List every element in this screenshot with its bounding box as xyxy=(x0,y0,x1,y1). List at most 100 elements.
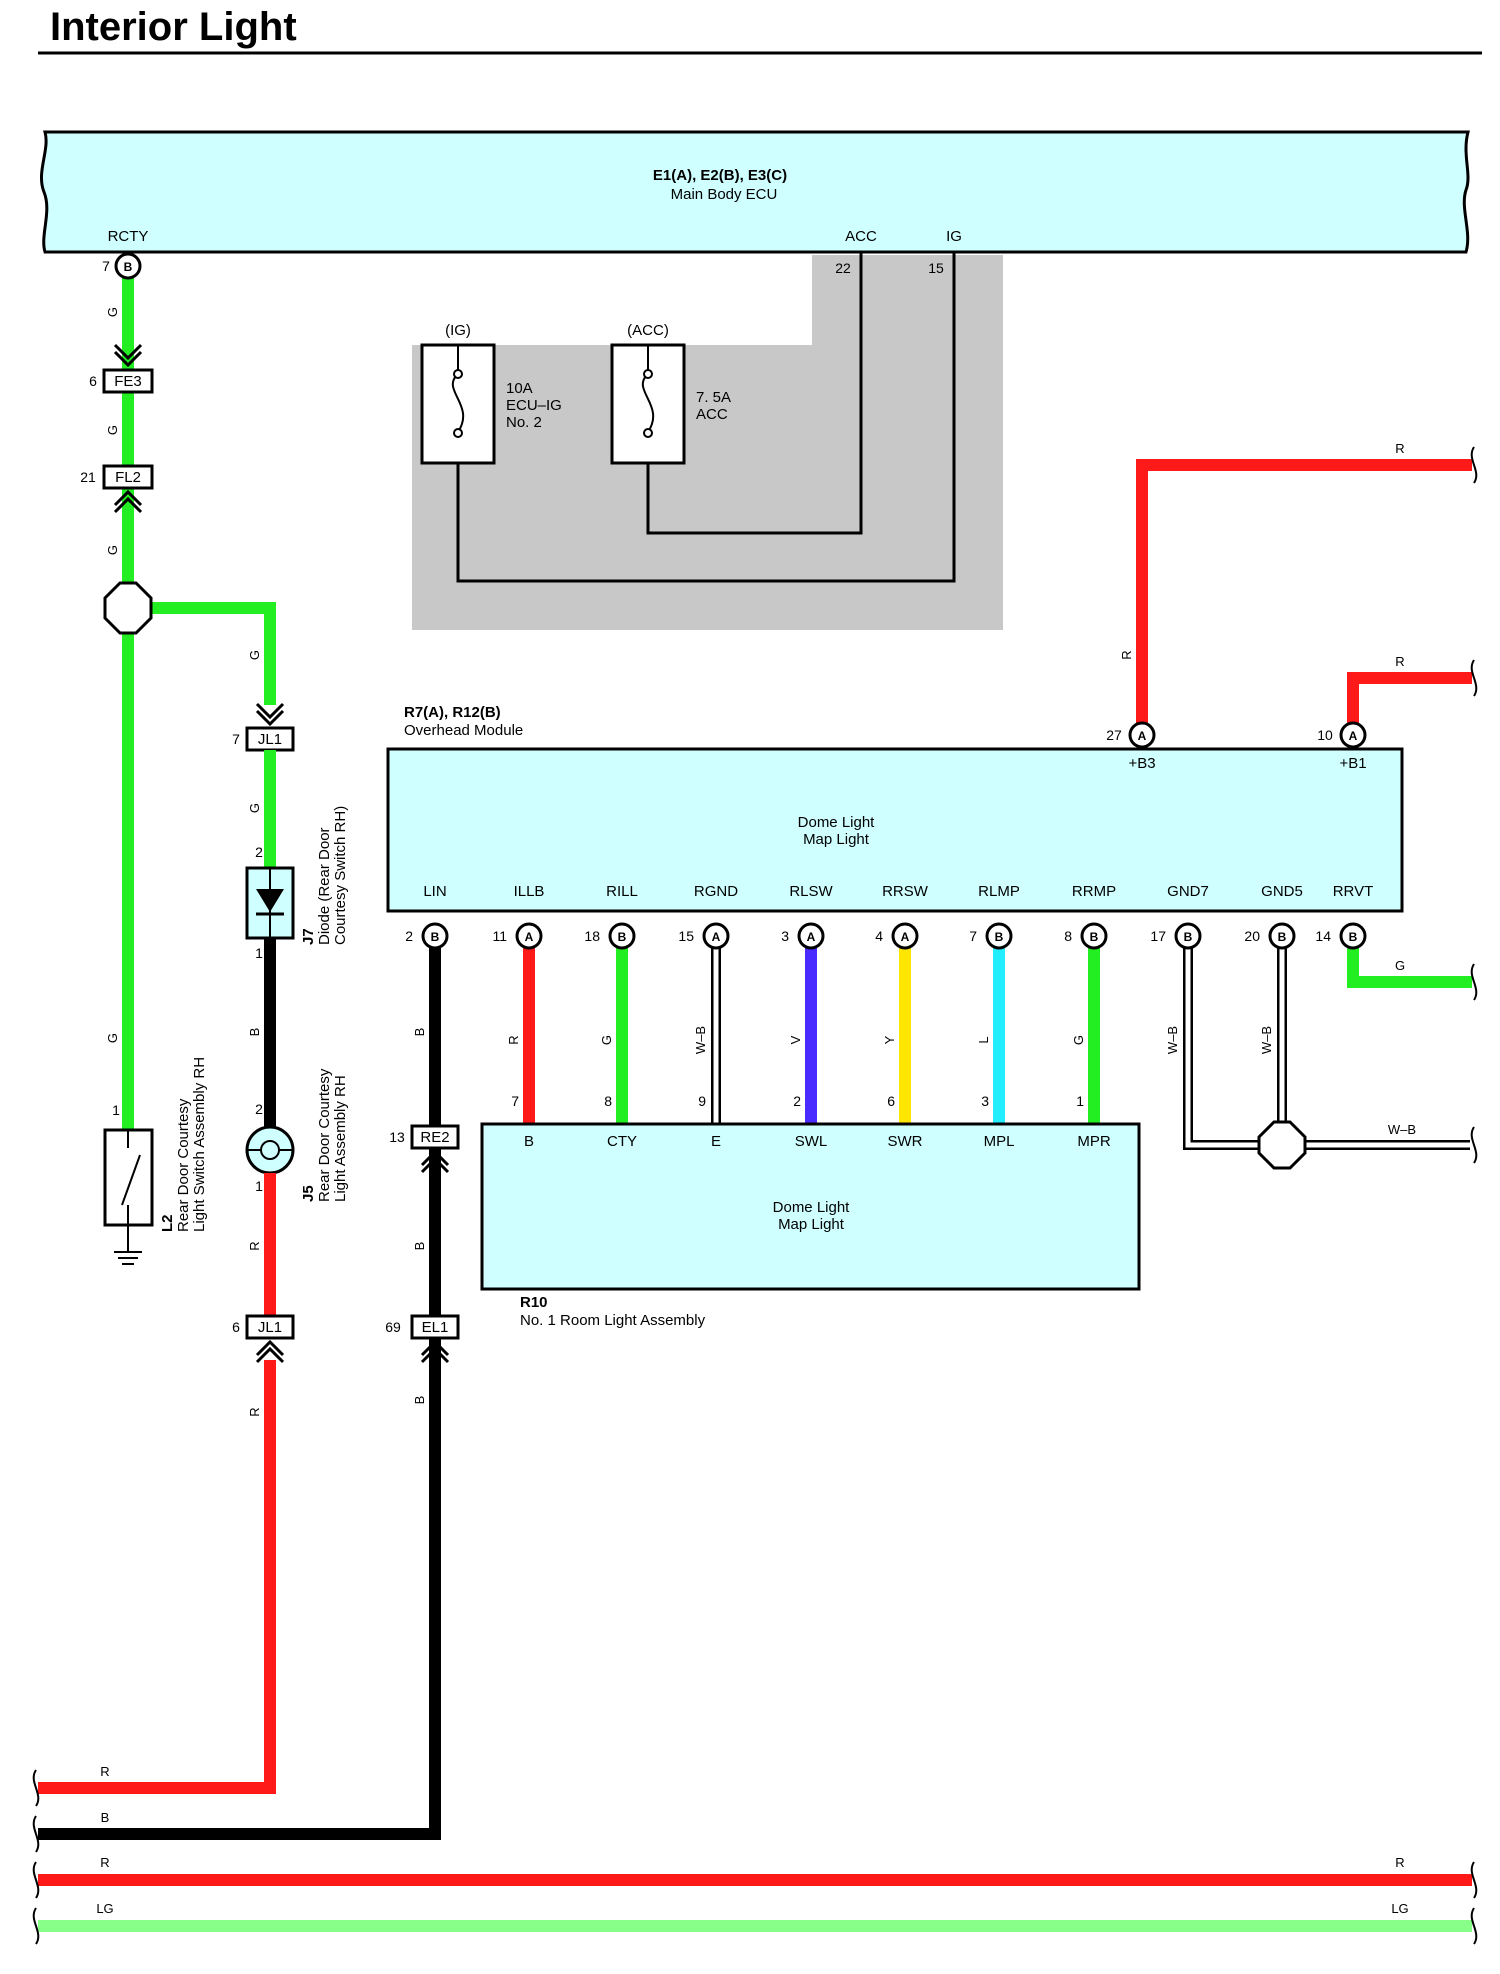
rl-pin-label-e: E xyxy=(711,1133,721,1150)
om-pin-label-rrvt: RRVT xyxy=(1333,883,1374,900)
om-pin-conn-letter: B xyxy=(1349,930,1358,944)
om-wire-color-label: L xyxy=(976,1036,991,1043)
jl1-bottom-connector xyxy=(245,1314,295,1340)
wire-label-b-el1: B xyxy=(412,1396,427,1405)
om-pin-terminal xyxy=(985,922,1013,950)
ecu-pin-label-acc: ACC xyxy=(845,228,877,245)
rl-pin-number: 2 xyxy=(793,1093,801,1109)
main-body-ecu-box xyxy=(39,130,1470,254)
re2-num: 13 xyxy=(389,1129,405,1145)
jl1-bottom-chevron xyxy=(255,1339,285,1364)
om-pin-b1-num: 10 xyxy=(1317,727,1333,743)
splice-wb xyxy=(1257,1120,1307,1170)
rl-pin-label-mpl: MPL xyxy=(984,1133,1015,1150)
jl1-top-chevron xyxy=(255,702,285,727)
om-pin-number: 14 xyxy=(1315,928,1331,944)
om-pin-terminal xyxy=(1339,922,1367,950)
rl-pin-label-swr: SWR xyxy=(888,1133,923,1150)
om-pin-conn-letter: B xyxy=(1090,930,1099,944)
om-pin-number: 7 xyxy=(969,928,977,944)
om-inner-2: Map Light xyxy=(803,831,870,848)
j5-pin-top: 2 xyxy=(255,1101,263,1117)
wire-label-r-b3-top: R xyxy=(1395,441,1404,456)
om-pin-number: 18 xyxy=(584,928,600,944)
wire-label-g-2: G xyxy=(105,425,120,435)
j5-name-2: Light Assembly RH xyxy=(332,1075,349,1202)
page-title: Interior Light xyxy=(50,5,297,49)
om-wire-color-label: G xyxy=(599,1035,614,1045)
fl2-num: 21 xyxy=(80,469,96,485)
om-pin-b1-conn: A xyxy=(1349,729,1358,743)
ecu-ig-pin-num: 15 xyxy=(928,260,944,276)
om-pin-number: 20 xyxy=(1244,928,1260,944)
rl-pin-number: 1 xyxy=(1076,1093,1084,1109)
wire-label-lg-left: LG xyxy=(96,1901,113,1916)
om-pin-b3-label: +B3 xyxy=(1128,755,1155,772)
wire-label-r-bottom-right: R xyxy=(1395,1855,1404,1870)
fuse-acc-rating: 7. 5A xyxy=(696,389,731,406)
wire-label-r-b1: R xyxy=(1395,654,1404,669)
om-pin-label-rrmp: RRMP xyxy=(1072,883,1116,900)
om-inner-1: Dome Light xyxy=(798,814,876,831)
om-pin-conn-letter: B xyxy=(995,930,1004,944)
wire-label-g-6: G xyxy=(247,803,262,813)
wire-label-b-re2: B xyxy=(412,1242,427,1251)
ecu-pin-label-ig: IG xyxy=(946,228,962,245)
el1-chevron xyxy=(420,1339,450,1364)
wire-label-b-left: B xyxy=(101,1810,110,1825)
om-pin-b3-conn: A xyxy=(1138,729,1147,743)
om-pin-b3 xyxy=(1128,721,1156,749)
wire-label-g-1: G xyxy=(105,307,120,317)
re2-chevron xyxy=(420,1149,450,1174)
om-wire-color-label: W–B xyxy=(1165,1026,1180,1054)
jl1-bottom-num: 6 xyxy=(232,1319,240,1335)
diode-icon xyxy=(256,868,284,938)
j7-pin-top: 2 xyxy=(255,844,263,860)
fl2-connector xyxy=(102,464,154,490)
l2-name-1: Rear Door Courtesy xyxy=(175,1098,192,1232)
om-wire-color-label: W–B xyxy=(693,1026,708,1054)
j5-id: J5 xyxy=(300,1185,317,1202)
om-pin-terminal xyxy=(608,922,636,950)
om-pin-number: 8 xyxy=(1064,928,1072,944)
rl-pin-label-swl: SWL xyxy=(795,1133,828,1150)
om-pin-number: 2 xyxy=(405,928,413,944)
rl-pin-number: 9 xyxy=(698,1093,706,1109)
wire-red-left-out xyxy=(38,1360,276,1794)
wire-b3-red xyxy=(1136,459,1472,735)
el1-connector xyxy=(410,1314,460,1340)
wire-label-wb-out: W–B xyxy=(1388,1122,1416,1137)
om-pin-label-rlmp: RLMP xyxy=(978,883,1020,900)
om-pin-number: 4 xyxy=(875,928,883,944)
om-connectors: R7(A), R12(B) xyxy=(404,704,501,721)
fuse-ig-name: ECU–IG xyxy=(506,397,562,414)
om-pin-terminal xyxy=(891,922,919,950)
om-wire-color-label: R xyxy=(506,1035,521,1044)
om-pin-number: 15 xyxy=(678,928,694,944)
rl-pin-label-b: B xyxy=(524,1133,534,1150)
om-pin-number: 3 xyxy=(781,928,789,944)
fuse-acc-circuit: (ACC) xyxy=(627,322,669,339)
om-pin-terminal xyxy=(797,922,825,950)
wire-acc-black xyxy=(646,252,863,535)
wire-label-r-left: R xyxy=(100,1764,109,1779)
jl1-top-num: 7 xyxy=(232,731,240,747)
om-pin-conn-letter: B xyxy=(1278,930,1287,944)
l2-name-2: Light Switch Assembly RH xyxy=(191,1057,208,1232)
om-pin-label-gnd7: GND7 xyxy=(1167,883,1209,900)
om-bottom-pins: LINB2ILLBA11RRILLB18GRGNDA15W–BRLSWA3VRR… xyxy=(405,883,1373,1054)
om-pin-conn-letter: B xyxy=(1184,930,1193,944)
fuse-ig-no: No. 2 xyxy=(506,414,542,431)
l2-id: L2 xyxy=(159,1214,176,1232)
fe3-num: 6 xyxy=(89,373,97,389)
om-wire-color-label: W–B xyxy=(1259,1026,1274,1054)
l2-pin: 1 xyxy=(112,1102,120,1118)
om-pin-b3-num: 27 xyxy=(1106,727,1122,743)
wire-break-marks xyxy=(32,446,1478,1945)
fl2-name: FL2 xyxy=(115,469,141,486)
re2-connector xyxy=(410,1124,460,1150)
wire-b1-red xyxy=(1347,672,1472,735)
wire-label-b-lin: B xyxy=(412,1028,427,1037)
wire-label-g-4: G xyxy=(105,1033,120,1043)
